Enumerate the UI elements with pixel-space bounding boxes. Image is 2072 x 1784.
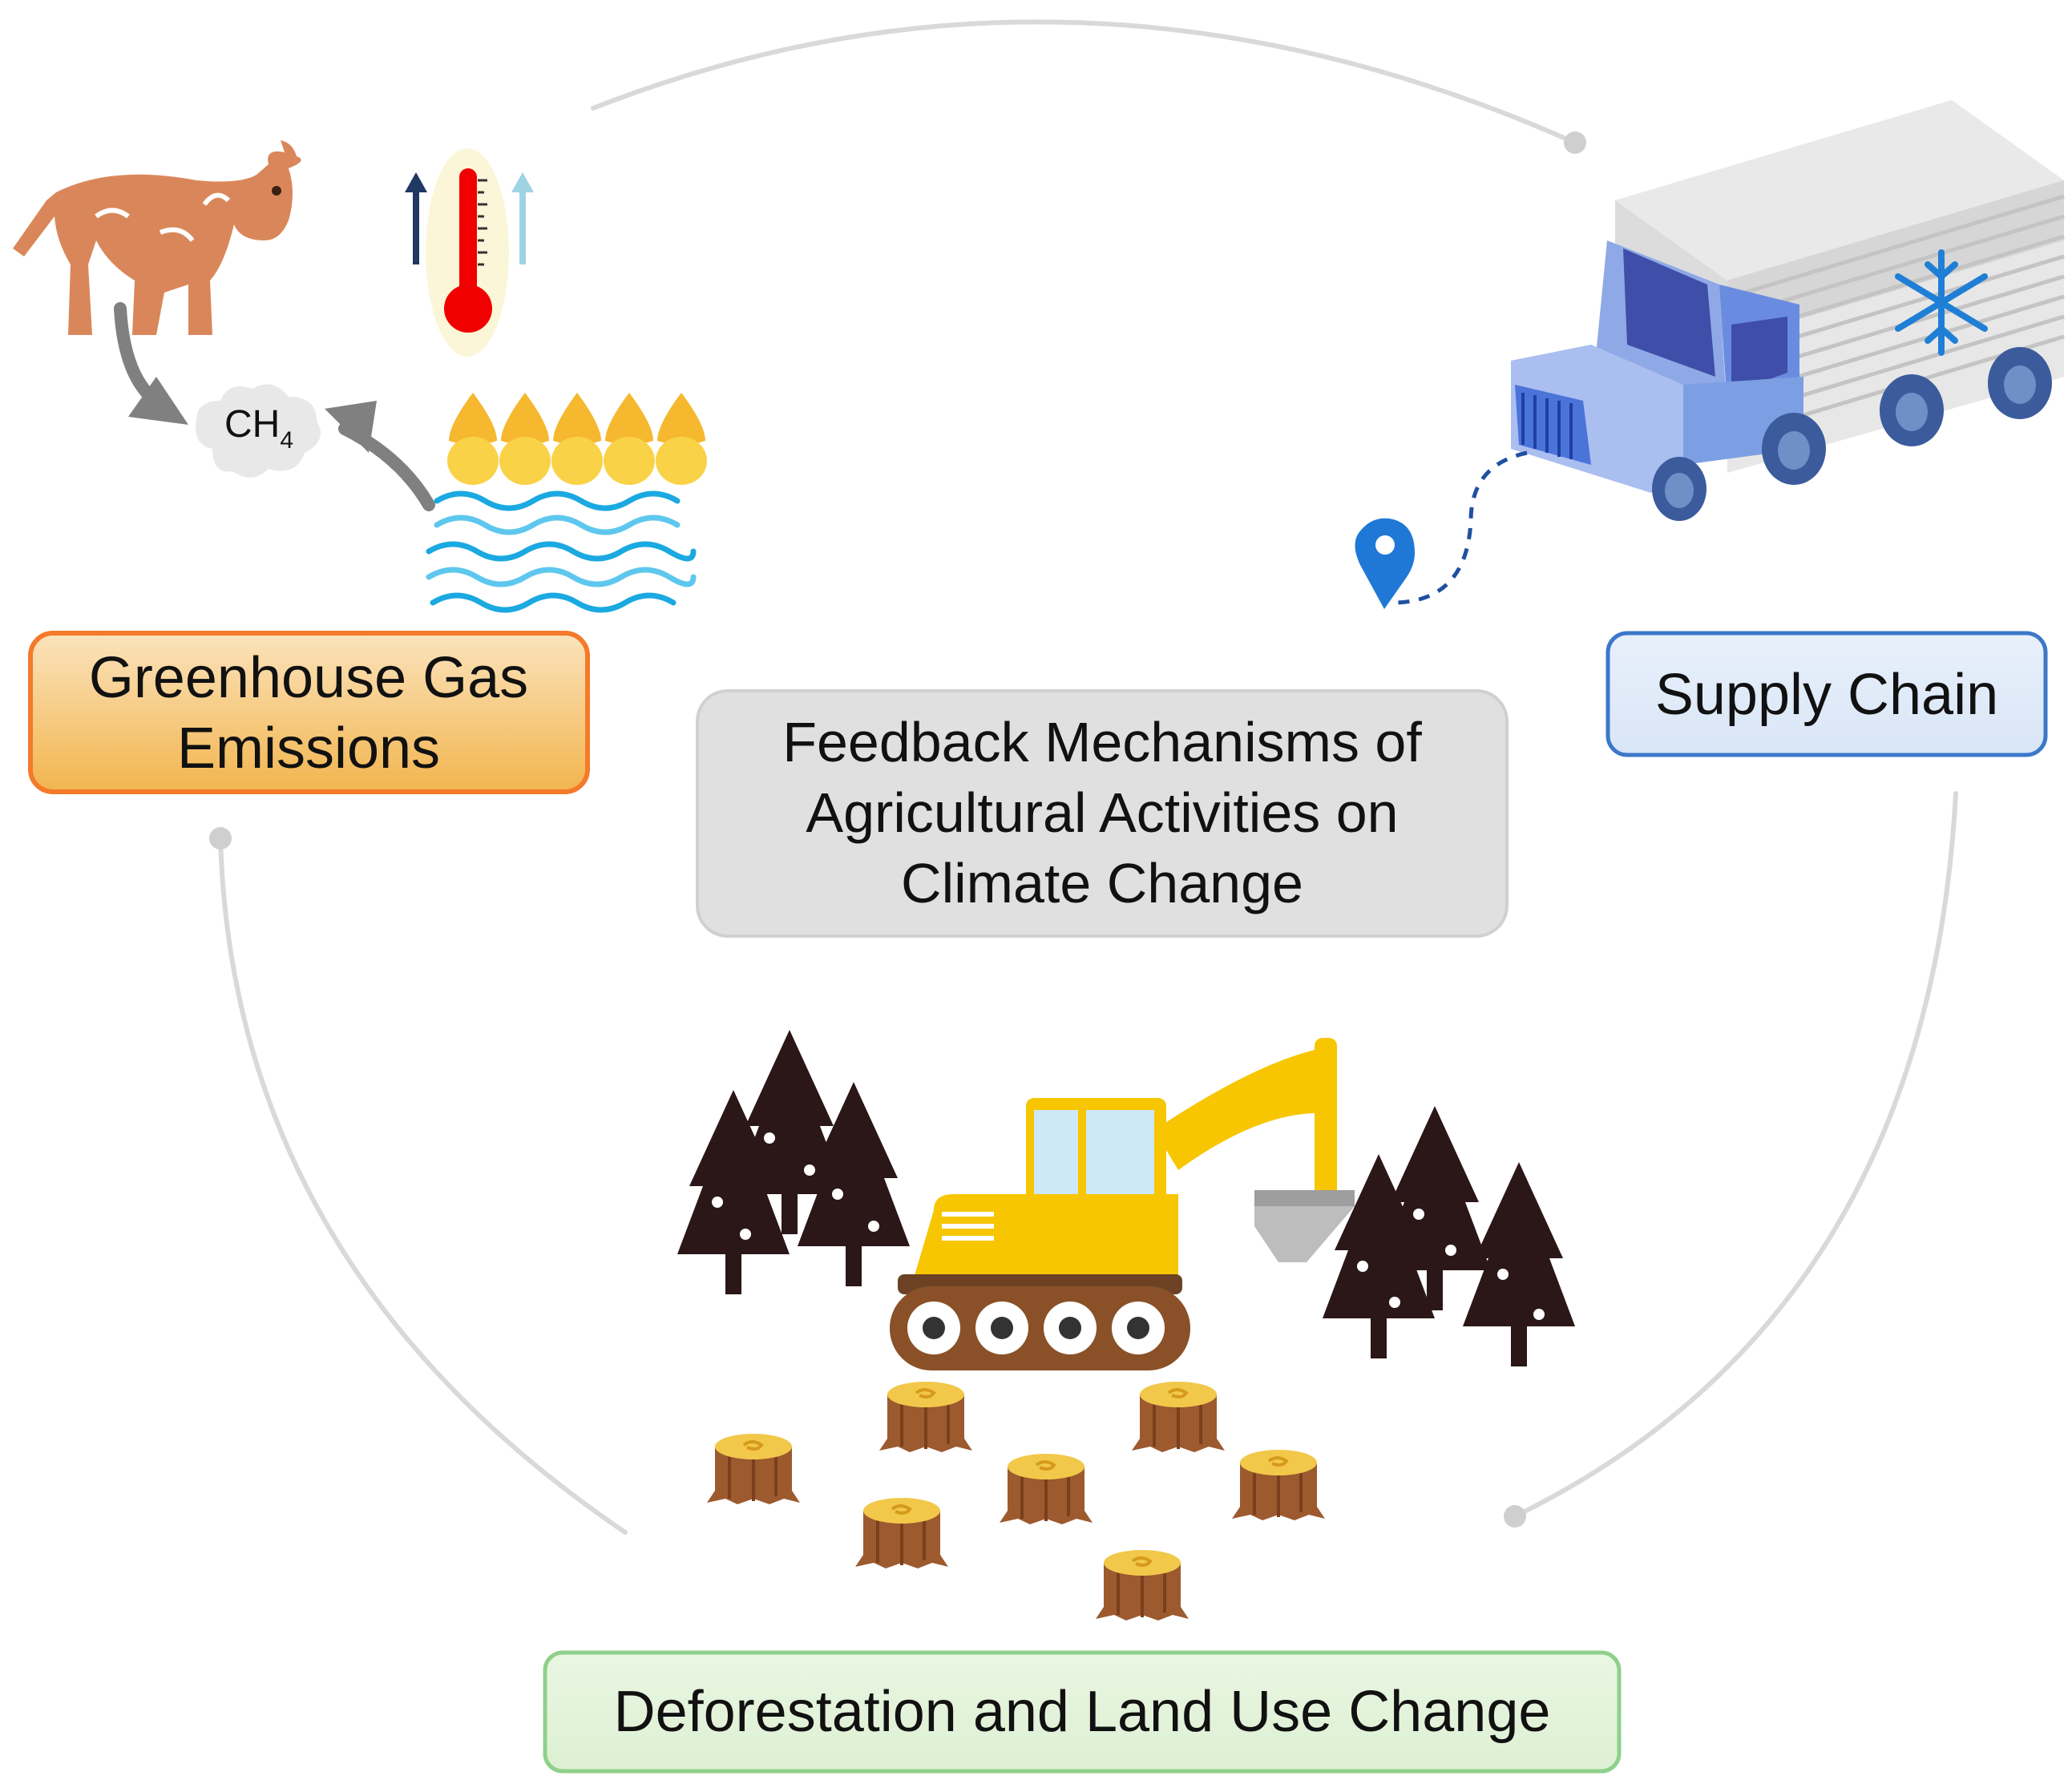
methane-label: CH	[224, 403, 280, 446]
center-title-line2: Agricultural Activities on	[806, 781, 1398, 844]
svg-text:CH4: CH4	[224, 403, 293, 454]
methane-subscript: 4	[280, 427, 293, 454]
snowflake-icon	[1895, 249, 1988, 356]
arc-right	[1513, 791, 1958, 1519]
arc-right-dot	[1504, 1505, 1526, 1528]
route-line	[1394, 450, 1528, 605]
stump-icon	[854, 1496, 950, 1570]
center-title-line1: Feedback Mechanisms of	[782, 711, 1422, 773]
thermometer-icon	[405, 148, 534, 357]
tree-group-right	[1323, 1106, 1575, 1366]
arrow-head-cow	[128, 377, 188, 425]
tree-group-left	[677, 1030, 910, 1294]
stump-icon	[1230, 1448, 1327, 1522]
arc-left	[218, 836, 628, 1535]
stumps	[705, 1380, 1327, 1622]
arc-left-dot	[209, 827, 232, 850]
methane-cloud-icon: CH4	[196, 384, 321, 478]
tree-dots	[712, 1132, 1545, 1320]
deforestation-box: Deforestation and Land Use Change	[543, 1650, 1622, 1774]
ghg-box: Greenhouse Gas Emissions	[28, 631, 590, 794]
refrigerated-truck-icon	[1511, 100, 2065, 521]
stump-icon	[1094, 1548, 1190, 1622]
deforestation-label: Deforestation and Land Use Change	[614, 1680, 1551, 1744]
stump-icon	[878, 1380, 974, 1454]
stump-icon	[998, 1452, 1094, 1526]
cow-icon	[13, 140, 301, 335]
arrow-head-rice	[325, 401, 377, 453]
ghg-label-line1: Greenhouse Gas	[89, 646, 528, 710]
supply-chain-label: Supply Chain	[1655, 663, 1998, 727]
ghg-label-line2: Emissions	[177, 716, 440, 781]
location-pin-icon	[1355, 518, 1415, 609]
stump-icon	[1130, 1380, 1226, 1454]
center-title-line3: Climate Change	[901, 852, 1303, 914]
rice-paddy-icon	[426, 393, 707, 613]
stump-icon	[705, 1432, 802, 1506]
arc-top-dot	[1564, 131, 1586, 154]
arc-top	[591, 19, 1577, 145]
excavator-icon	[890, 1038, 1355, 1370]
center-box: Feedback Mechanisms of Agricultural Acti…	[696, 689, 1509, 938]
cycle-arrows	[209, 19, 1958, 1535]
supply-chain-box: Supply Chain	[1605, 631, 2048, 757]
